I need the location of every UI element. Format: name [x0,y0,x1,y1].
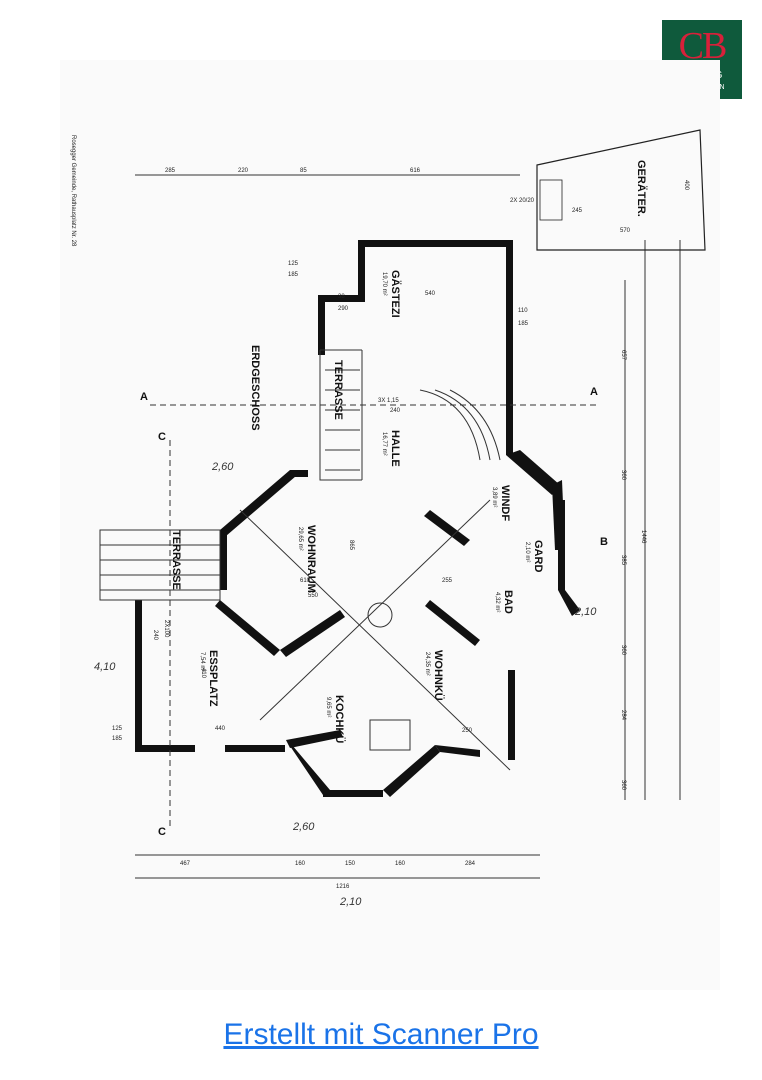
dim-right-6: 284 [620,710,626,721]
dim-misc-17: 550 [308,593,319,599]
logo-monogram: CB [678,25,728,67]
dim-bottom-5: 284 [465,861,476,867]
area-windf: 3,89 m² [491,487,497,507]
dim-misc-23: 2X100 [163,620,169,638]
dim-misc-10: 2X 20/20 [510,198,535,204]
dim-misc-6: 38 [338,294,345,300]
dim-misc-13: 245 [572,208,583,214]
handwritten-note-2: 2,60 [292,821,315,833]
dim-misc-4: 125 [288,261,299,267]
area-wohnraum: 29,65 m² [297,527,303,551]
section-mark-c-top: C [158,431,166,443]
area-gard: 2,10 m² [524,542,530,562]
floor-plan-drawing: 285 220 85 616 657 360 1446 385 360 284 … [60,60,720,990]
dim-misc-7: 290 [338,306,349,312]
area-kochkue: 9,65 m² [325,697,331,717]
room-label-gaestezi: GÄSTEZI [389,270,402,318]
room-label-wohnkue: WOHNKÜ [432,650,445,701]
dim-bottom-total: 1216 [336,884,350,890]
handwritten-note-3: 4,10 [94,661,116,673]
dim-misc-19: 440 [215,726,226,732]
area-essplatz: 7,54 m² [199,652,205,672]
dim-misc-1: 540 [425,291,436,297]
room-label-wohnraum: WOHNRAUM [305,525,317,593]
dim-bottom-3: 150 [345,861,356,867]
room-label-halle: HALLE [389,430,401,467]
dim-top-3: 85 [300,168,307,174]
dim-misc-8: 3X 1,15 [378,398,399,404]
dim-misc-12: 400 [683,180,689,191]
dim-misc-11: 570 [620,228,631,234]
area-halle: 16,77 m² [381,432,387,456]
dim-right-5: 360 [620,645,626,656]
area-gaestezi: 19,70 m² [381,272,387,296]
dim-top-1: 285 [165,168,176,174]
dim-right-1: 657 [620,350,626,361]
dim-top-4: 616 [410,168,421,174]
scanner-pro-link[interactable]: Erstellt mit Scanner Pro [223,1018,539,1051]
handwritten-note-1: 2,60 [211,461,234,473]
dim-misc-3: 185 [518,321,529,327]
dim-top-2: 220 [238,168,249,174]
dim-misc-9: 240 [390,408,401,414]
handwritten-note-4: 2,10 [574,606,597,618]
room-label-geraete: GERÄTER. [635,160,648,217]
dim-misc-2: 110 [518,308,528,314]
room-label-gard: GARD [532,540,544,572]
dim-right-4: 385 [620,555,626,566]
dim-right-2: 360 [620,470,626,481]
dim-misc-24: 240 [152,630,158,641]
room-label-windf: WINDF [499,485,511,521]
dim-misc-22: 410 [200,668,206,679]
stamp-address: Rosegger Gemeinde, Rathausplatz Nr. 28 [70,135,76,247]
floor-title: ERDGESCHOSS [249,345,261,431]
dim-misc-5: 185 [288,272,299,278]
dim-misc-18: 865 [348,540,354,551]
dim-misc-21: 185 [112,736,123,742]
dim-right-7: 360 [620,780,626,791]
area-wohnkue: 24,35 m² [424,652,430,676]
scanner-footer: Erstellt mit Scanner Pro [0,1018,762,1052]
dim-bottom-4: 160 [395,861,406,867]
handwritten-note-5: 2,10 [339,896,362,908]
room-label-terrasse-top: TERRASSE [332,360,344,420]
section-mark-a-right: A [590,386,598,398]
room-label-kochkue: KOCHKÜ [333,695,346,743]
dim-bottom-2: 160 [295,861,306,867]
area-bad: 4,32 m² [494,592,500,612]
dim-right-3: 1446 [640,530,646,544]
room-label-bad: BAD [502,590,514,614]
section-mark-a-left: A [140,391,148,403]
dim-misc-16: 610 [300,578,311,584]
room-label-essplatz: ESSPLATZ [207,650,219,707]
floor-plan: 285 220 85 616 657 360 1446 385 360 284 … [40,40,730,1000]
room-label-terrasse-left: TERRASSE [170,530,182,590]
section-mark-b: B [600,536,608,548]
section-mark-c-bottom: C [158,826,166,838]
dim-misc-15: 255 [442,578,453,584]
dim-misc-14: 250 [462,728,473,734]
dim-misc-20: 125 [112,726,123,732]
dim-bottom-1: 467 [180,861,191,867]
